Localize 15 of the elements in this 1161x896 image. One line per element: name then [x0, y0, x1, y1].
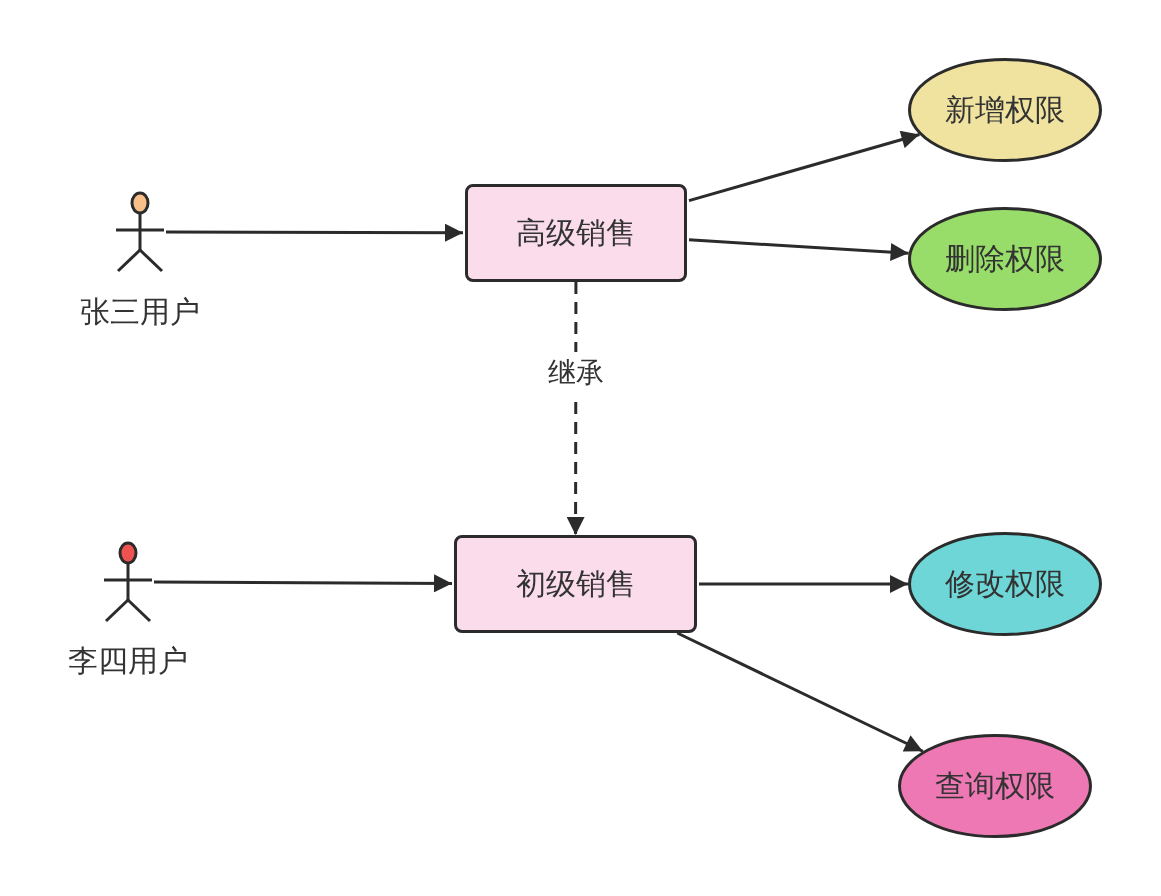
- permission-ellipse: 修改权限: [908, 532, 1102, 636]
- arrow: [166, 223, 463, 242]
- permission-ellipse: 查询权限: [898, 734, 1092, 838]
- arrow: [154, 574, 452, 593]
- arrow: [688, 130, 920, 203]
- edge-label: 继承: [546, 352, 605, 395]
- user-label: 李四用户: [68, 642, 188, 680]
- user-label: 张三用户: [80, 293, 200, 331]
- role-box: 高级销售: [465, 184, 687, 282]
- arrow: [688, 238, 909, 262]
- permission-ellipse: 新增权限: [908, 58, 1102, 162]
- permission-ellipse: 删除权限: [908, 207, 1102, 311]
- role-box: 初级销售: [454, 535, 697, 633]
- arrow: [676, 631, 924, 753]
- arrow: [699, 575, 908, 593]
